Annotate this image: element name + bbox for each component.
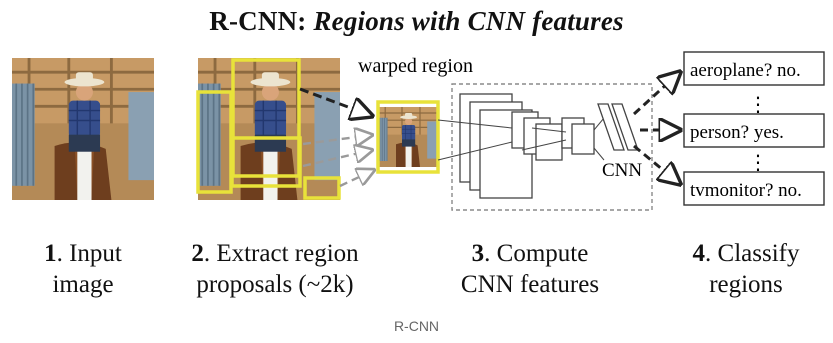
class-label-tvmonitor: tvmonitor? no. <box>690 180 802 201</box>
stage-label-line2: proposals (~2k) <box>196 271 354 298</box>
cnn-block: CNN <box>437 83 653 211</box>
warped-region-label: warped region <box>358 55 473 77</box>
stage-number: 4 <box>692 240 706 267</box>
stage-input: 1. Input image <box>10 238 156 300</box>
warped-region-image <box>378 106 438 168</box>
proposal-box <box>231 58 301 178</box>
ellipsis-bottom: ⋮ <box>748 150 768 174</box>
cnn-frame <box>451 83 653 211</box>
diagram-title: R-CNN: Regions with CNN features <box>0 6 833 37</box>
cnn-label: CNN <box>602 160 642 181</box>
class-label-aeroplane: aeroplane? no. <box>690 60 801 81</box>
stage-number: 1 <box>44 240 57 267</box>
title-emphasis: Regions with CNN features <box>313 6 624 36</box>
stage-label-line1: . Extract region <box>203 240 359 267</box>
image-caption: R-CNN <box>393 318 440 334</box>
stage-compute: 3. Compute CNN features <box>430 238 630 300</box>
proposal-box <box>303 176 341 200</box>
region-proposals <box>196 58 342 200</box>
ellipsis-top: ⋮ <box>748 92 768 116</box>
class-label-person: person? yes. <box>690 122 784 143</box>
stage-number: 3 <box>471 240 485 267</box>
fc-layers <box>597 103 639 151</box>
stage-label-line1: . Input <box>56 240 122 267</box>
stage-label-line2: image <box>52 271 114 298</box>
class-box-person <box>683 113 825 148</box>
class-box-tvmonitor <box>683 171 825 206</box>
stage-number: 2 <box>191 240 204 267</box>
proposal-arrows <box>299 87 374 188</box>
title-prefix: R-CNN: <box>209 6 307 36</box>
class-box-aeroplane <box>683 51 825 86</box>
input-image <box>12 58 154 200</box>
stage-label-line2: regions <box>709 271 783 298</box>
stage-extract: 2. Extract region proposals (~2k) <box>168 238 382 300</box>
proposal-box <box>230 136 302 188</box>
stage-label-line1: . Compute <box>484 240 589 267</box>
stage-label-line1: . Classify <box>705 240 800 267</box>
stage-label-line2: CNN features <box>460 271 600 298</box>
warped-region-box <box>376 100 440 174</box>
feature-map <box>571 123 595 155</box>
stage-classify: 4. Classify regions <box>664 238 828 300</box>
class-outputs: aeroplane? no. ⋮ person? yes. ⋮ tvmonito… <box>683 51 825 206</box>
classify-arrows <box>632 72 680 184</box>
